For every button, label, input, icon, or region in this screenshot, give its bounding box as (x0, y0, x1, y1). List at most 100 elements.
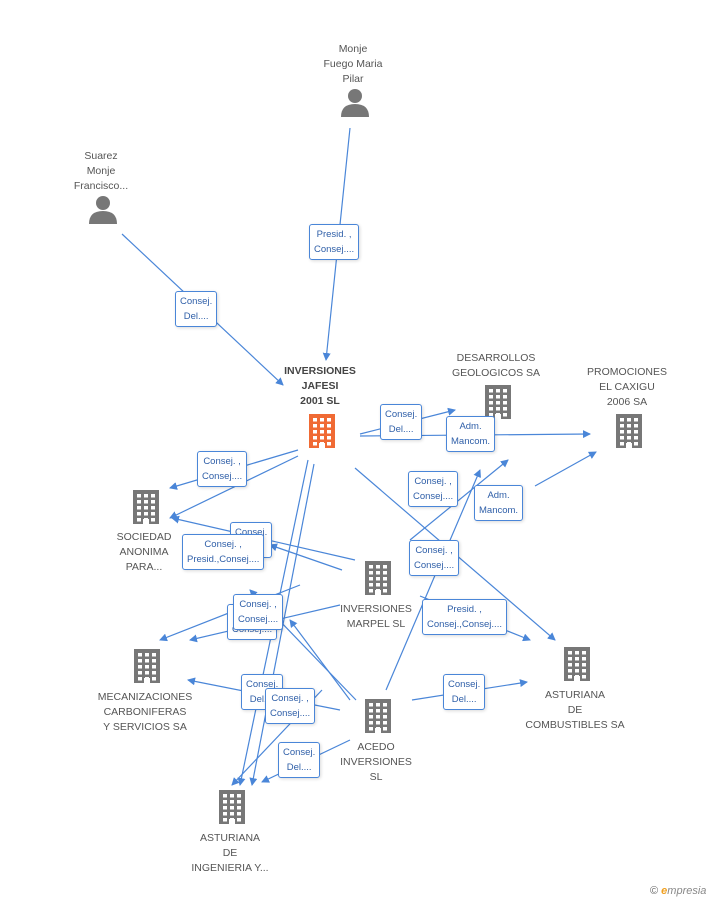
relation-label-line: Mancom. (479, 505, 519, 516)
relation-edge-22 (289, 619, 351, 701)
relation-label-line: Mancom. (451, 436, 491, 447)
node-label-line: DE (567, 704, 583, 716)
node-label-line: JAFESI (301, 380, 339, 392)
node-label-line: EL CAXIGU (599, 381, 655, 393)
node-label-line: CARBONIFERAS (103, 706, 187, 718)
relation-label-line: Consej. (235, 527, 268, 538)
copyright-symbol: © (650, 885, 659, 897)
relation-label-line: Consej. , (271, 693, 309, 704)
relation-edge-8 (169, 455, 299, 519)
building-icon-mecanizaciones[interactable] (134, 649, 160, 683)
building-icon-sociedad[interactable] (133, 490, 159, 524)
relation-label-r9[interactable]: Consej. , Presid.,Consej.... (182, 534, 265, 570)
relation-label-r13[interactable]: Presid. , Consej.,Consej.... (422, 599, 507, 635)
node-label-line: SOCIEDAD (116, 531, 172, 543)
node-label-line: Y SERVICIOS SA (103, 721, 187, 733)
relation-label-line: Consej. , (204, 539, 242, 550)
node-label-line: 2001 SL (300, 395, 340, 407)
relation-label-r16[interactable]: Consej. Del.... (443, 674, 486, 710)
relation-label-r6[interactable]: Consej. , Consej.... (408, 471, 459, 507)
node-label-promociones[interactable]: PROMOCIONES EL CAXIGU 2006 SA (562, 365, 692, 410)
node-label-line: Fuego Maria (323, 58, 383, 70)
node-label-marpel[interactable]: INVERSIONES MARPEL SL (311, 602, 441, 632)
relation-label-line: Consej. (448, 679, 481, 690)
building-icon-promociones[interactable] (616, 414, 642, 448)
node-label-mecanizaciones[interactable]: MECANIZACIONES CARBONIFERAS Y SERVICIOS SA (80, 690, 210, 735)
building-icon-jafesi[interactable] (309, 414, 335, 448)
relation-label-line: Del.... (451, 694, 477, 705)
node-label-line: PARA... (125, 561, 163, 573)
person-icon-monje[interactable] (341, 89, 369, 117)
relation-label-line: Consej. , (203, 456, 241, 467)
node-label-line: ACEDO (357, 741, 395, 753)
relation-label-line: Presid. , (316, 229, 352, 240)
person-icon-suarez[interactable] (89, 196, 117, 224)
node-label-sociedad[interactable]: SOCIEDAD ANONIMA PARA... (79, 530, 209, 575)
relation-label-r17[interactable]: Consej. Del.... (278, 742, 321, 778)
relation-label-r5[interactable]: Consej. , Consej.... (197, 451, 248, 487)
relation-label-r7[interactable]: Adm. Mancom. (474, 485, 524, 521)
node-label-line: INGENIERIA Y... (191, 862, 269, 874)
relation-label-line: Consej. , (415, 545, 453, 556)
relation-label-r1[interactable]: Presid. , Consej.... (309, 224, 360, 260)
relation-label-line: Consej. (385, 409, 418, 420)
relation-label-line: Consej. , (239, 599, 277, 610)
building-icon-marpel[interactable] (365, 561, 391, 595)
relation-label-line: Consej.... (202, 471, 243, 482)
building-icon-desarrollos[interactable] (485, 385, 511, 419)
node-label-line: DE (222, 847, 238, 859)
brand-e: e (661, 885, 668, 897)
node-label-line: INVERSIONES (340, 756, 412, 768)
relation-label-line: Consej. (180, 296, 213, 307)
relation-label-line: Consej.... (270, 708, 311, 719)
node-label-line: MARPEL SL (346, 618, 406, 630)
node-label-line: 2006 SA (606, 396, 648, 408)
relation-label-line: Adm. (487, 490, 510, 501)
relation-label-r15[interactable]: Consej. , Consej.... (265, 688, 316, 724)
relation-label-line: Consej.,Consej.... (427, 619, 502, 630)
node-label-line: PROMOCIONES (587, 366, 667, 378)
relation-label-line: Consej.... (314, 244, 355, 255)
relation-edge-6 (409, 459, 509, 541)
relation-label-line: Presid.,Consej.... (187, 554, 260, 565)
relation-label-r3[interactable]: Consej.Del.... (380, 404, 423, 440)
brand-name: mpresia (667, 885, 707, 897)
relation-label-r4[interactable]: Adm. Mancom. (446, 416, 496, 452)
relation-label-r12[interactable]: Consej. , Consej.... (233, 594, 284, 630)
node-label-line: INVERSIONES (340, 603, 412, 615)
node-label-asturiana_comb[interactable]: ASTURIANA DE COMBUSTIBLES SA (510, 688, 640, 733)
node-label-line: ANONIMA (119, 546, 169, 558)
relation-label-line: Consej.... (413, 491, 454, 502)
footer-brand: © empresia (650, 885, 706, 897)
node-label-line: MECANIZACIONES (97, 691, 193, 703)
node-icons (89, 89, 642, 824)
node-label-line: DESARROLLOS (456, 352, 536, 364)
node-label-acedo[interactable]: ACEDO INVERSIONES SL (311, 740, 441, 785)
node-label-line: ASTURIANA (544, 689, 606, 701)
relation-edge-21 (269, 543, 343, 571)
node-label-line: Suarez (84, 150, 118, 162)
relation-label-r10[interactable]: Consej. , Consej.... (409, 540, 460, 576)
relation-label-line: Del.... (286, 762, 312, 773)
node-label-line: Francisco... (73, 180, 129, 192)
relation-label-line: Del.... (249, 694, 275, 705)
relation-label-line: Consej. , (414, 476, 452, 487)
relation-label-line: Consej.... (238, 614, 279, 625)
relation-label-r2[interactable]: Consej.Del.... (175, 291, 218, 327)
building-icon-acedo[interactable] (365, 699, 391, 733)
relation-edge-7 (534, 451, 597, 487)
node-label-line: Monje (86, 165, 116, 177)
node-label-line: SL (369, 771, 383, 783)
relation-label-line: Adm. (459, 421, 482, 432)
relation-label-line: Presid. , (447, 604, 482, 615)
relation-label-line: Consej.... (414, 560, 455, 571)
node-label-line: COMBUSTIBLES SA (525, 719, 625, 731)
relation-label-line: Consej. (283, 747, 316, 758)
building-icon-asturiana_comb[interactable] (564, 647, 590, 681)
building-icon-asturiana_ing[interactable] (219, 790, 245, 824)
